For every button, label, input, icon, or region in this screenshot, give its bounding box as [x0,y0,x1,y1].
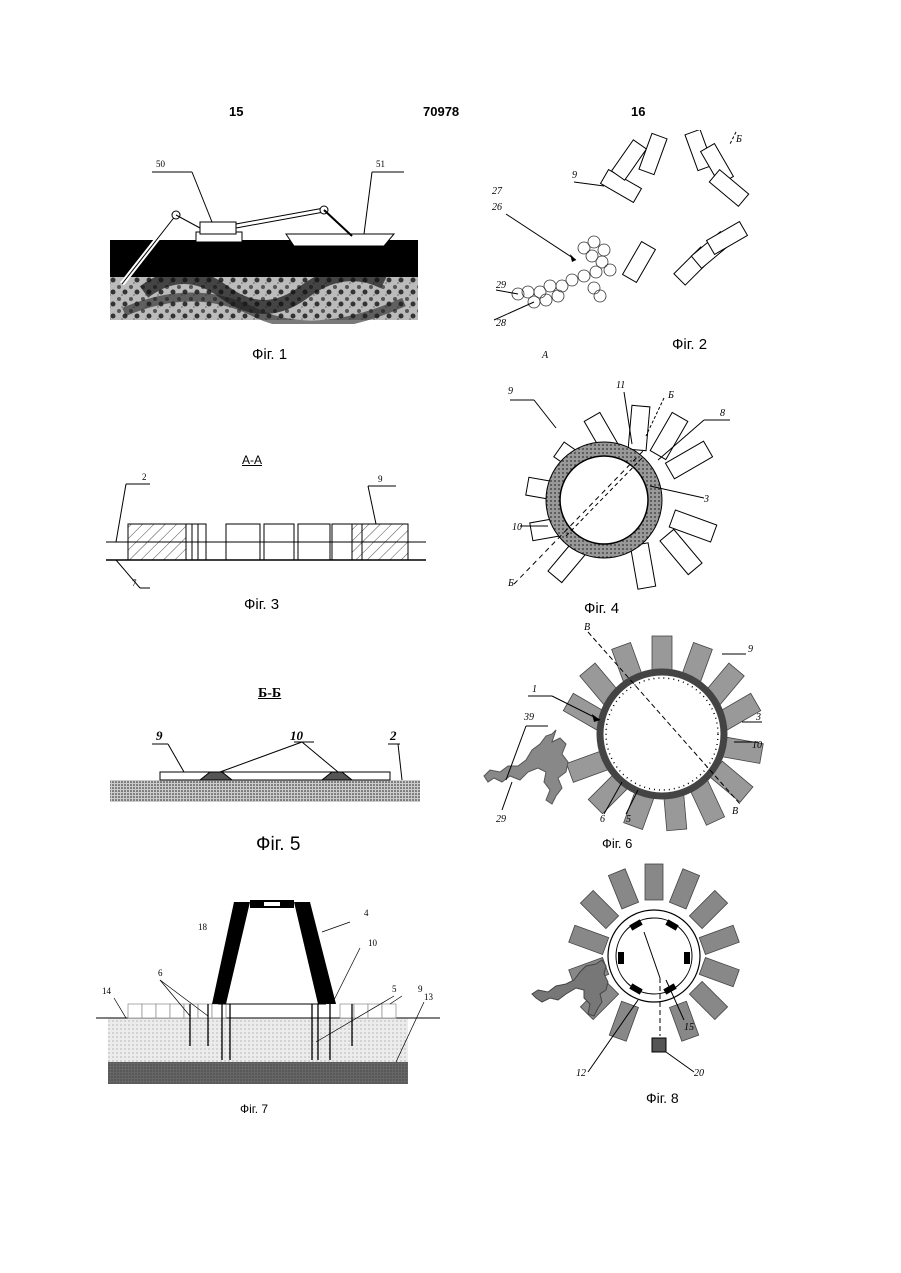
fig8-label-20: 20 [694,1068,704,1079]
fig2-label-9: 9 [572,170,577,181]
fig2-label-26: 26 [492,202,502,213]
figure-6-caption: Фіг. 6 [602,836,632,851]
figure-4-caption: Фіг. 4 [584,600,619,617]
fig6-label-6: 6 [600,814,605,825]
fig4-label-b2: Б [507,578,514,589]
fig6-label-1: 1 [532,684,537,695]
fig7-label-4: 4 [364,908,369,918]
fig2-label-a: А [541,350,549,360]
figure-3-caption: Фіг. 3 [244,596,279,613]
patent-number: 70978 [423,104,459,119]
fig1-label-50: 50 [156,159,166,169]
figure-2-caption: Фіг. 2 [672,336,707,353]
fig7-label-10: 10 [368,938,378,948]
fig1-label-51: 51 [376,159,385,169]
figure-6-drawing: В 9 1 3 10 39 29 6 5 В [466,618,776,838]
figure-3-section-label: А-А [242,453,262,467]
fig8-label-15: 15 [684,1022,694,1033]
figure-4-drawing: 9 11 8 3 10 Б Б [494,376,734,598]
fig3-label-7: 7 [132,578,137,588]
figure-5-section-label: Б-Б [258,686,281,702]
dredging-trail [532,960,608,1016]
fig5-label-9: 9 [156,728,163,743]
fig2-label-b: Б [735,134,742,145]
island-body [160,772,390,780]
pump-unit [652,1038,666,1052]
left-page-number: 15 [229,104,243,119]
figure-1-caption: Фіг. 1 [252,346,287,363]
fig4-label-3: 3 [703,494,709,505]
barge-vessel [286,234,394,246]
fig6-label-10: 10 [752,740,762,751]
figure-1-drawing: 50 51 [104,152,424,324]
fig3-label-2: 2 [142,472,147,482]
fig6-label-29: 29 [496,814,506,825]
figure-5-caption: Фіг. 5 [256,834,300,856]
fig6-label-5: 5 [626,814,631,825]
tower-right-leg [294,902,336,1004]
island-interior [560,456,648,544]
figure-3-drawing: 2 9 7 [106,470,436,594]
base-layer [108,1062,408,1084]
figure-7-drawing: 18 4 14 6 10 5 9 13 [96,896,440,1090]
figure-7-caption: Фіг. 7 [240,1102,268,1116]
island-ring [600,672,724,796]
fig4-label-9: 9 [508,386,513,397]
fig3-label-9: 9 [378,474,383,484]
seabed-layer [110,780,420,802]
fig2-label-29: 29 [496,280,506,291]
fig2-label-27: 27 [492,186,503,197]
dredging-trail [484,730,568,804]
fig5-label-2: 2 [389,728,397,743]
fig5-label-10: 10 [290,728,304,743]
fig7-label-5: 5 [392,984,397,994]
fig7-label-9: 9 [418,984,423,994]
fig7-label-18: 18 [198,922,208,932]
fig4-label-10: 10 [512,522,522,533]
dredger-vessel [200,222,236,234]
fig4-label-8: 8 [720,408,725,419]
fig2-label-28: 28 [496,318,506,329]
tower-left-leg [212,902,250,1004]
figure-8-caption: Фіг. 8 [646,1090,679,1106]
fig4-label-b1: Б [667,390,674,401]
right-page-number: 16 [631,104,645,119]
figure-2-drawing: 9 27 26 29 28 Б А [484,130,764,360]
fig6-label-9: 9 [748,644,753,655]
fill-layer [108,1018,408,1062]
fig7-label-13: 13 [424,992,434,1002]
fig7-label-6: 6 [158,968,163,978]
fig6-label-v2: В [732,806,738,817]
fig6-label-39: 39 [523,712,534,723]
fig6-label-v1: В [584,622,590,633]
fig4-label-11: 11 [616,380,625,391]
fig6-label-3: 3 [755,712,761,723]
fig7-label-14: 14 [102,986,112,996]
fig8-label-12: 12 [576,1068,586,1079]
figure-8-drawing: 15 12 20 [504,860,764,1082]
figure-5-drawing: 9 10 2 [106,724,426,808]
